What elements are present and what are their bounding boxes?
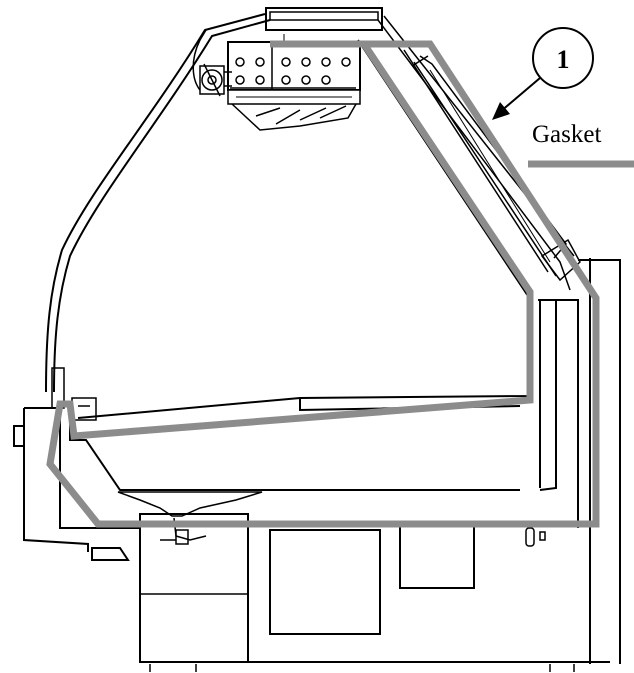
gasket-outline <box>46 40 600 528</box>
canopy-outline <box>45 13 271 393</box>
legend: Gasket <box>528 121 634 168</box>
fan-motor-icon <box>199 63 232 97</box>
refrigeration-coil-icon <box>227 34 361 131</box>
front-rail-fitting <box>51 367 546 547</box>
legend-label: Gasket <box>532 121 601 148</box>
callout-1: 1 <box>492 27 594 120</box>
callout-number: 1 <box>557 45 570 74</box>
top-bracket <box>265 7 383 31</box>
callout-arrowhead <box>492 102 510 120</box>
